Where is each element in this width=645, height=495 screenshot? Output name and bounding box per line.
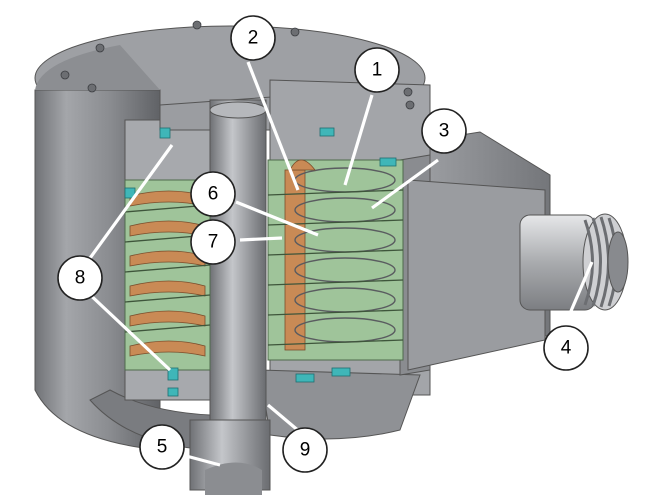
left-ring-stack — [124, 179, 211, 371]
bearings — [124, 127, 397, 397]
callout-label-9: 9 — [282, 427, 328, 473]
right-ring-stack — [267, 159, 404, 361]
connector-box — [399, 131, 551, 376]
callout-label-4: 4 — [543, 325, 589, 371]
callout-number-8: 8 — [75, 268, 86, 289]
bolt-heads — [60, 20, 415, 110]
callout-number-3: 3 — [439, 121, 450, 142]
callout-number-4: 4 — [561, 338, 572, 359]
callout-label-5: 5 — [139, 424, 185, 470]
callout-number-2: 2 — [248, 28, 259, 49]
callout-number-1: 1 — [372, 60, 383, 81]
callout-label-2: 2 — [230, 15, 276, 61]
callout-label-6: 6 — [190, 171, 236, 217]
callout-label-1: 1 — [354, 47, 400, 93]
central-shaft — [189, 99, 271, 495]
callout-number-6: 6 — [208, 184, 219, 205]
threaded-connector — [519, 213, 629, 311]
callout-number-5: 5 — [157, 437, 168, 458]
callout-number-7: 7 — [208, 232, 219, 253]
callout-label-7: 7 — [190, 219, 236, 265]
callout-label-3: 3 — [421, 108, 467, 154]
callout-label-8: 8 — [57, 255, 103, 301]
callout-number-9: 9 — [300, 440, 311, 461]
